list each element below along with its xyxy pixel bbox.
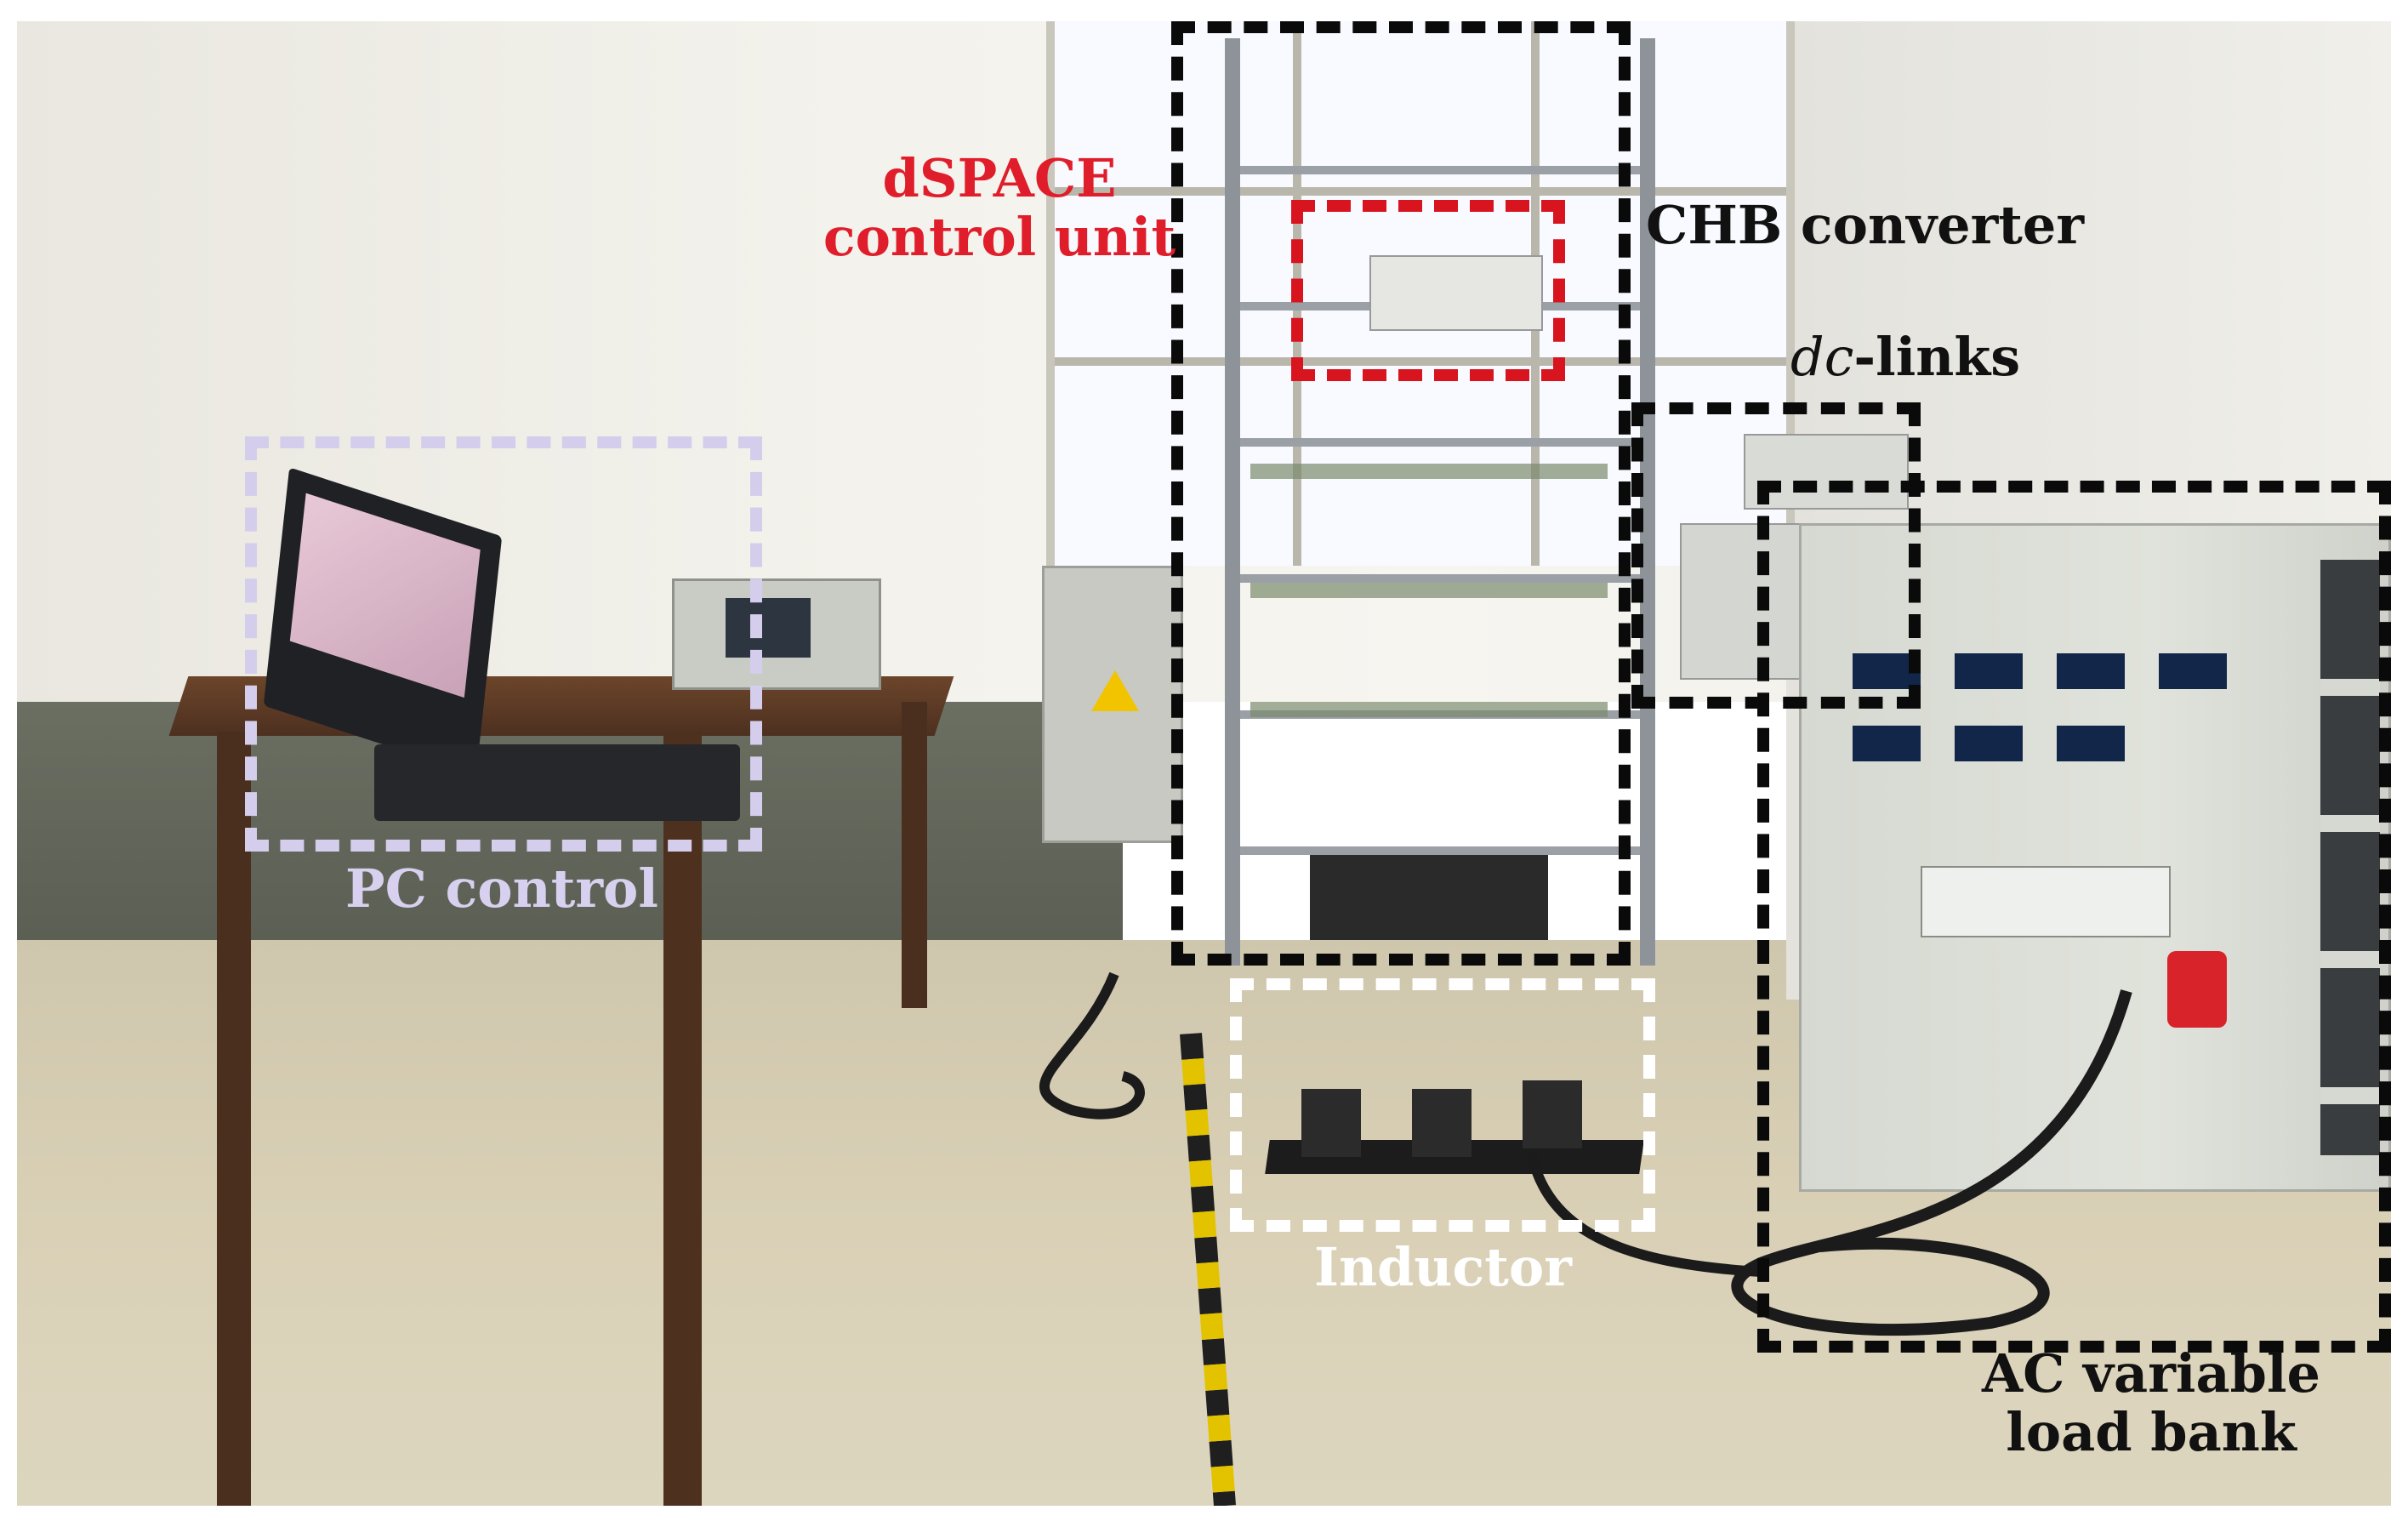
- inductor-core: [1301, 1089, 1361, 1157]
- meter: [1955, 653, 2023, 689]
- dc-links-text: -links: [1853, 326, 2021, 388]
- meter: [2159, 653, 2227, 689]
- lab-photo: dSPACE control unit CHB converter dc-lin…: [17, 21, 2391, 1506]
- rack-boards: [1250, 464, 1608, 821]
- dc-links-italic: dc: [1790, 326, 1854, 388]
- inductor-core: [1523, 1080, 1582, 1148]
- load-bank-box: [1757, 481, 2391, 1353]
- dspace-unit: [1369, 255, 1543, 331]
- oscilloscope: [672, 578, 881, 690]
- table-leg: [663, 732, 702, 1506]
- breaker-strip: [1921, 866, 2171, 937]
- inductor-core: [1412, 1089, 1472, 1157]
- laptop-base: [374, 744, 740, 821]
- chb-converter-label: CHB converter: [1646, 194, 2084, 256]
- dspace-box: [1291, 200, 1565, 381]
- table-leg: [902, 702, 927, 1008]
- warning-sign: [1091, 670, 1139, 711]
- load-bank-label-line1: AC variable: [1982, 1342, 2320, 1404]
- chb-converter-box: [1171, 21, 1631, 966]
- meter: [1853, 726, 1921, 761]
- table-leg: [217, 732, 251, 1506]
- meter: [2057, 653, 2125, 689]
- dspace-label-line1: dSPACE: [882, 147, 1117, 209]
- dc-links-box: [1631, 402, 1921, 709]
- fan-grille: [2320, 560, 2380, 1155]
- pc-control-box: [245, 436, 762, 852]
- meter: [2057, 726, 2125, 761]
- inductor-label: Inductor: [1314, 1236, 1572, 1298]
- pc-control-label: PC control: [345, 858, 658, 920]
- dspace-label: dSPACE control unit: [817, 149, 1182, 267]
- load-bank-label: AC variable load bank: [1982, 1344, 2320, 1462]
- load-bank-label-line2: load bank: [2006, 1401, 2297, 1464]
- electrical-panel: [1042, 566, 1183, 843]
- meter: [1955, 726, 2023, 761]
- dspace-label-line2: control unit: [823, 206, 1176, 269]
- red-plug: [2167, 951, 2227, 1028]
- dc-links-label: dc-links: [1790, 328, 2020, 386]
- batteries: [1310, 855, 1548, 940]
- power-supply: [1744, 434, 1909, 510]
- inductor-box: [1230, 978, 1655, 1232]
